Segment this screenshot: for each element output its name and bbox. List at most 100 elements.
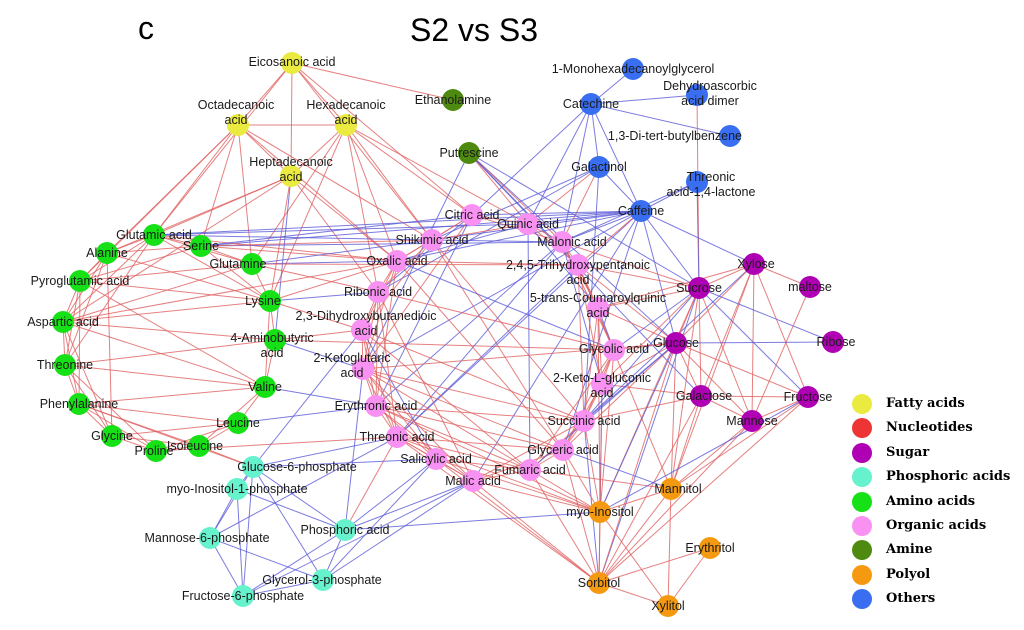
node-threonic_lactone[interactable]: [686, 171, 708, 193]
edge-eicosanoic-shikimic: [291, 62, 433, 241]
node-galactinol[interactable]: [588, 156, 610, 178]
node-glycine[interactable]: [101, 425, 123, 447]
node-succinic[interactable]: [573, 410, 595, 432]
edge-quinic-fumaric: [527, 223, 531, 471]
node-malonic[interactable]: [551, 231, 573, 253]
label-malonic: Malonic acid: [537, 235, 607, 249]
node-fumaric[interactable]: [519, 459, 541, 481]
node-trihydroxypentanoic[interactable]: [567, 254, 589, 276]
node-shikimic[interactable]: [421, 229, 443, 251]
edge-aspartic-glycine: [62, 321, 113, 437]
node-ketogluconic[interactable]: [591, 373, 613, 395]
node-oxalic[interactable]: [386, 250, 408, 272]
node-glucose[interactable]: [665, 332, 687, 354]
node-glycerol3p[interactable]: [312, 569, 334, 591]
node-lysine[interactable]: [259, 290, 281, 312]
edge-leucine-glycine: [111, 422, 239, 437]
node-galactose[interactable]: [690, 385, 712, 407]
node-mannose6p[interactable]: [199, 527, 221, 549]
node-ribose[interactable]: [822, 331, 844, 353]
label-shikimic: Shikimic acid: [396, 233, 469, 247]
node-caffeine[interactable]: [630, 200, 652, 222]
node-layer: [52, 52, 844, 617]
label-proline: Proline: [135, 444, 174, 458]
node-fructose[interactable]: [797, 386, 819, 408]
edge-pyroglutamic-lysine: [79, 280, 271, 302]
node-dihydroxybutanedioic[interactable]: [351, 319, 373, 341]
node-salicylic[interactable]: [425, 448, 447, 470]
node-pyroglutamic[interactable]: [69, 270, 91, 292]
node-coumaroylquinic[interactable]: [587, 297, 609, 319]
edge-salicylic-glycerol3p: [322, 458, 437, 581]
node-citric[interactable]: [461, 204, 483, 226]
edge-hexadecanoic-oxalic: [345, 124, 398, 262]
node-aspartic[interactable]: [52, 311, 74, 333]
label-galactose: Galactose: [676, 389, 732, 403]
node-threonic[interactable]: [386, 426, 408, 448]
node-inositol1p[interactable]: [226, 478, 248, 500]
node-ethanolamine[interactable]: [442, 89, 464, 111]
node-glutamine[interactable]: [241, 253, 263, 275]
node-threonine[interactable]: [54, 354, 76, 376]
node-valine[interactable]: [254, 376, 276, 398]
node-eicosanoic[interactable]: [281, 52, 303, 74]
label-serine: Serine: [183, 239, 219, 253]
edge-caffeine-xylose: [640, 210, 755, 265]
node-ditertbutyl[interactable]: [719, 125, 741, 147]
node-proline[interactable]: [145, 440, 167, 462]
node-xylitol[interactable]: [657, 595, 679, 617]
edge-quinic-oxalic: [396, 223, 529, 262]
legend-label: Amine: [886, 542, 933, 558]
edge-eicosanoic-hexadecanoic: [291, 62, 347, 126]
legend-swatch: [852, 515, 872, 536]
node-quinic[interactable]: [517, 213, 539, 235]
label-glycerol3p: Glycerol-3-phosphate: [262, 573, 382, 587]
edge-putrescine-sucrose: [468, 152, 700, 289]
label-caffeine: Caffeine: [618, 204, 664, 218]
node-hexadecanoic[interactable]: [335, 114, 357, 136]
node-ribonic[interactable]: [367, 281, 389, 303]
node-isoleucine[interactable]: [188, 435, 210, 457]
edge-shikimic-malonic: [431, 239, 563, 243]
label-isoleucine: Isoleucine: [167, 439, 223, 453]
node-sucrose[interactable]: [688, 277, 710, 299]
node-mannose[interactable]: [741, 410, 763, 432]
node-putrescine[interactable]: [458, 142, 480, 164]
node-heptadecanoic[interactable]: [280, 165, 302, 187]
node-glyceric[interactable]: [552, 439, 574, 461]
node-fructose6p[interactable]: [232, 585, 254, 607]
node-catechine[interactable]: [580, 93, 602, 115]
node-myoinositol[interactable]: [589, 501, 611, 523]
edge-succinic-galactose: [583, 395, 702, 422]
node-ketoglutaric[interactable]: [352, 358, 374, 380]
edge-catechine-quinic: [527, 103, 592, 225]
node-monohexadecanoyl[interactable]: [622, 58, 644, 80]
node-glycolic[interactable]: [603, 339, 625, 361]
edge-galactose-sorbitol: [598, 395, 702, 584]
node-erythritol[interactable]: [699, 537, 721, 559]
node-octadecanoic[interactable]: [227, 114, 249, 136]
node-serine[interactable]: [190, 235, 212, 257]
node-mannitol[interactable]: [660, 478, 682, 500]
node-malic[interactable]: [462, 470, 484, 492]
node-maltose[interactable]: [799, 276, 821, 298]
node-dehydroascorbic[interactable]: [686, 84, 708, 106]
edge-hexadecanoic-citric: [345, 124, 473, 216]
node-erythronic[interactable]: [365, 395, 387, 417]
node-alanine[interactable]: [96, 242, 118, 264]
edge-aminobutyric-ketoglutaric: [274, 339, 364, 370]
edge-eicosanoic-citric: [291, 62, 473, 216]
node-xylose[interactable]: [743, 253, 765, 275]
node-phenylalanine[interactable]: [68, 393, 90, 415]
node-leucine[interactable]: [227, 412, 249, 434]
node-phosphoric[interactable]: [334, 519, 356, 541]
edge-salicylic-myoinositol: [435, 458, 601, 513]
edge-octadecanoic-heptadecanoic: [237, 124, 292, 177]
node-glucose6p[interactable]: [242, 456, 264, 478]
node-sorbitol[interactable]: [588, 572, 610, 594]
node-aminobutyric[interactable]: [264, 329, 286, 351]
node-glutamic[interactable]: [143, 224, 165, 246]
edge-fructose-mannitol: [670, 396, 809, 490]
